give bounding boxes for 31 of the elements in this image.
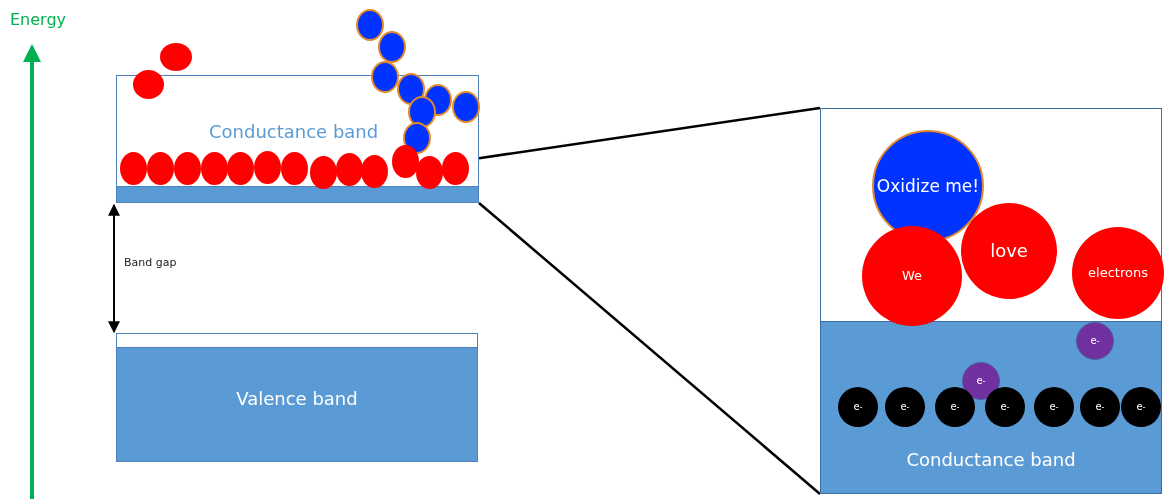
sphere: We <box>862 226 962 326</box>
zoom-line <box>478 106 821 160</box>
double-arrow <box>108 203 120 334</box>
particle <box>442 152 469 185</box>
particle <box>147 152 174 185</box>
particle <box>392 145 419 178</box>
edge-label: Band gap <box>124 256 177 269</box>
particle <box>361 155 388 188</box>
particle <box>174 152 201 185</box>
particle <box>416 156 443 189</box>
particle <box>281 152 308 185</box>
particle <box>378 31 406 63</box>
zoom-line <box>478 202 821 495</box>
particle <box>227 152 254 185</box>
band-label: Conductance band <box>905 449 1077 470</box>
particle <box>371 61 399 93</box>
particle <box>452 91 480 123</box>
particle <box>160 43 192 71</box>
particle <box>336 153 363 186</box>
particle <box>310 156 337 189</box>
band-label: Valence band <box>235 388 359 409</box>
particle <box>201 152 228 185</box>
particle <box>356 9 384 41</box>
particle <box>254 151 281 184</box>
zoom-panel <box>820 108 1162 494</box>
band-label: Conductance band <box>209 121 379 142</box>
particle <box>120 152 147 185</box>
sphere: love <box>961 203 1057 299</box>
axis-label: Energy <box>10 10 66 29</box>
sphere: electrons <box>1072 227 1164 319</box>
conduction-band-box <box>116 75 479 203</box>
